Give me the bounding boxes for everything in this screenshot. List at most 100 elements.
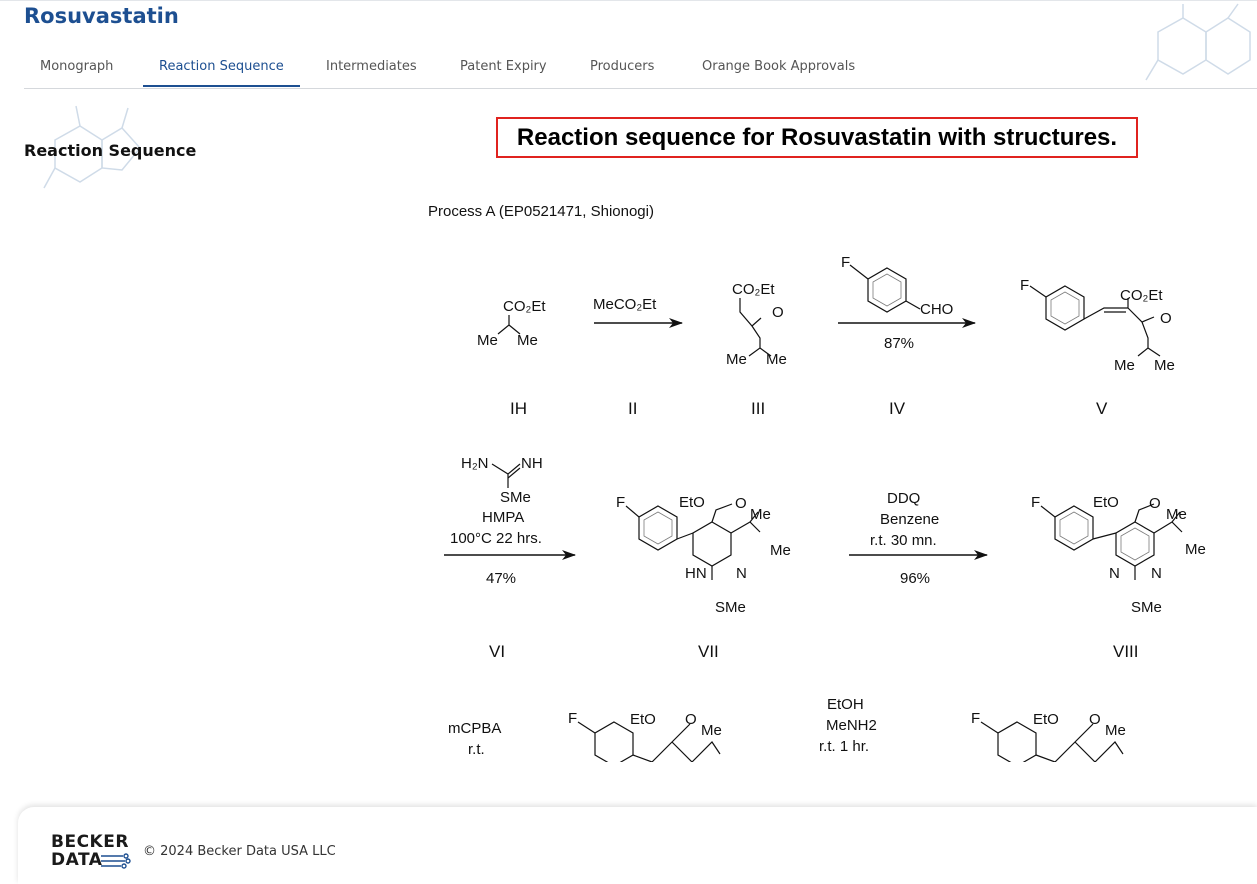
compound-VII: F EtO O Me Me HN N SMe	[616, 494, 791, 616]
atom-n: N	[1109, 565, 1120, 582]
atom-eto: EtO	[630, 711, 656, 728]
step6-reagent-1: EtOH	[827, 696, 864, 713]
compound-IV: F CHO	[841, 254, 953, 318]
atom-me: Me	[701, 722, 722, 739]
reaction-sequence-figure: Reaction sequence for Rosuvastatin with …	[420, 112, 1257, 762]
atom-me: Me	[517, 332, 538, 349]
tab-producers[interactable]: Producers	[590, 59, 655, 74]
step4-reagent-2: Benzene	[880, 511, 939, 528]
atom-h2n: H₂N	[461, 455, 489, 472]
compound-III: CO₂Et O Me Me	[726, 281, 787, 368]
atom-me: Me	[726, 351, 747, 368]
circuit-lines-icon	[101, 853, 131, 869]
arrow-step-3: HMPA 100°C 22 hrs. 47%	[444, 509, 576, 587]
tab-reaction-sequence[interactable]: Reaction Sequence	[143, 50, 300, 87]
atom-me: Me	[1154, 357, 1175, 374]
atom-co2et: CO₂Et	[732, 281, 775, 298]
label-IH: IH	[510, 399, 527, 418]
tab-intermediates[interactable]: Intermediates	[326, 59, 417, 74]
compound-IX-partial: F EtO O Me	[568, 710, 722, 762]
step5-reagent-1: mCPBA	[448, 720, 501, 737]
atom-f: F	[1020, 277, 1029, 294]
tab-orange-book-approvals[interactable]: Orange Book Approvals	[702, 59, 856, 74]
copyright-text: © 2024 Becker Data USA LLC	[143, 844, 336, 859]
tab-bar: Monograph Reaction Sequence Intermediate…	[24, 50, 1257, 89]
molecule-watermark-icon	[43, 105, 141, 189]
arrow-step-6: EtOH MeNH2 r.t. 1 hr.	[819, 696, 877, 755]
atom-f: F	[568, 710, 577, 727]
step3-reagent-2: 100°C 22 hrs.	[450, 530, 542, 547]
atom-me: Me	[1185, 541, 1206, 558]
compound-V: F CO₂Et O Me Me	[1020, 277, 1175, 374]
page-title: Rosuvastatin	[24, 4, 179, 28]
logo-text-line-2: DATA	[51, 850, 103, 870]
atom-f: F	[971, 710, 980, 727]
step3-yield: 47%	[486, 570, 516, 587]
arrow-step-1: MeCO₂Et	[593, 296, 683, 328]
atom-me: Me	[477, 332, 498, 349]
compound-IH: CO₂Et Me Me	[477, 298, 546, 349]
atom-co2et: CO₂Et	[1120, 287, 1163, 304]
atom-co2et: CO₂Et	[503, 298, 546, 315]
label-VI: VI	[489, 642, 505, 661]
label-II: II	[628, 399, 637, 418]
atom-eto: EtO	[1093, 494, 1119, 511]
atom-eto: EtO	[679, 494, 705, 511]
atom-me: Me	[750, 506, 771, 523]
step4-yield: 96%	[900, 570, 930, 587]
reagent-meco2et: MeCO₂Et	[593, 296, 657, 313]
arrow-step-5: mCPBA r.t.	[448, 720, 501, 758]
atom-f: F	[841, 254, 850, 271]
compound-VIII: F EtO O Me Me N N SMe	[1031, 494, 1206, 616]
atom-me: Me	[1105, 722, 1126, 739]
label-VIII: VIII	[1113, 642, 1139, 661]
becker-data-logo[interactable]: BECKER DATA	[51, 833, 131, 873]
step4-reagent-3: r.t. 30 mn.	[870, 532, 937, 549]
reagent-cho: CHO	[920, 301, 953, 318]
atom-nh: NH	[521, 455, 543, 472]
compound-X-partial: F EtO O Me	[971, 710, 1126, 762]
label-III: III	[751, 399, 765, 418]
atom-o: O	[1149, 495, 1161, 512]
atom-hn: HN	[685, 565, 707, 582]
atom-me: Me	[766, 351, 787, 368]
figure-caption: Reaction sequence for Rosuvastatin with …	[496, 117, 1138, 158]
step6-reagent-2: MeNH2	[826, 717, 877, 734]
atom-o: O	[1089, 711, 1101, 728]
label-V: V	[1096, 399, 1108, 418]
top-border	[0, 0, 1257, 1]
atom-me: Me	[1166, 506, 1187, 523]
footer: BECKER DATA © 2024 Becker Data USA LLC	[18, 807, 1257, 884]
atom-o: O	[685, 711, 697, 728]
atom-o: O	[1160, 310, 1172, 327]
atom-f: F	[1031, 494, 1040, 511]
atom-o: O	[772, 304, 784, 321]
section-label: Reaction Sequence	[24, 141, 197, 160]
step5-reagent-2: r.t.	[468, 741, 485, 758]
atom-sme: SMe	[715, 599, 746, 616]
atom-eto: EtO	[1033, 711, 1059, 728]
atom-f: F	[616, 494, 625, 511]
atom-n: N	[736, 565, 747, 582]
tab-patent-expiry[interactable]: Patent Expiry	[460, 59, 547, 74]
step3-reagent-1: HMPA	[482, 509, 524, 526]
atom-n: N	[1151, 565, 1162, 582]
label-VII: VII	[698, 642, 719, 661]
step4-reagent-1: DDQ	[887, 490, 920, 507]
logo-text-line-1: BECKER	[51, 832, 129, 852]
molecule-watermark-icon	[1145, 3, 1251, 81]
arrow-step-4: DDQ Benzene r.t. 30 mn. 96%	[849, 490, 988, 587]
atom-sme: SMe	[500, 489, 531, 506]
atom-me: Me	[770, 542, 791, 559]
atom-sme: SMe	[1131, 599, 1162, 616]
tab-monograph[interactable]: Monograph	[40, 59, 114, 74]
label-IV: IV	[889, 399, 906, 418]
process-title: Process A (EP0521471, Shionogi)	[428, 203, 654, 220]
reaction-scheme: Process A (EP0521471, Shionogi) CO₂Et Me…	[428, 203, 1206, 762]
reagent-guanidine: H₂N NH SMe	[461, 455, 543, 506]
atom-o: O	[735, 495, 747, 512]
step2-yield: 87%	[884, 335, 914, 352]
step6-reagent-3: r.t. 1 hr.	[819, 738, 869, 755]
atom-me: Me	[1114, 357, 1135, 374]
arrow-step-2: 87%	[838, 318, 976, 352]
